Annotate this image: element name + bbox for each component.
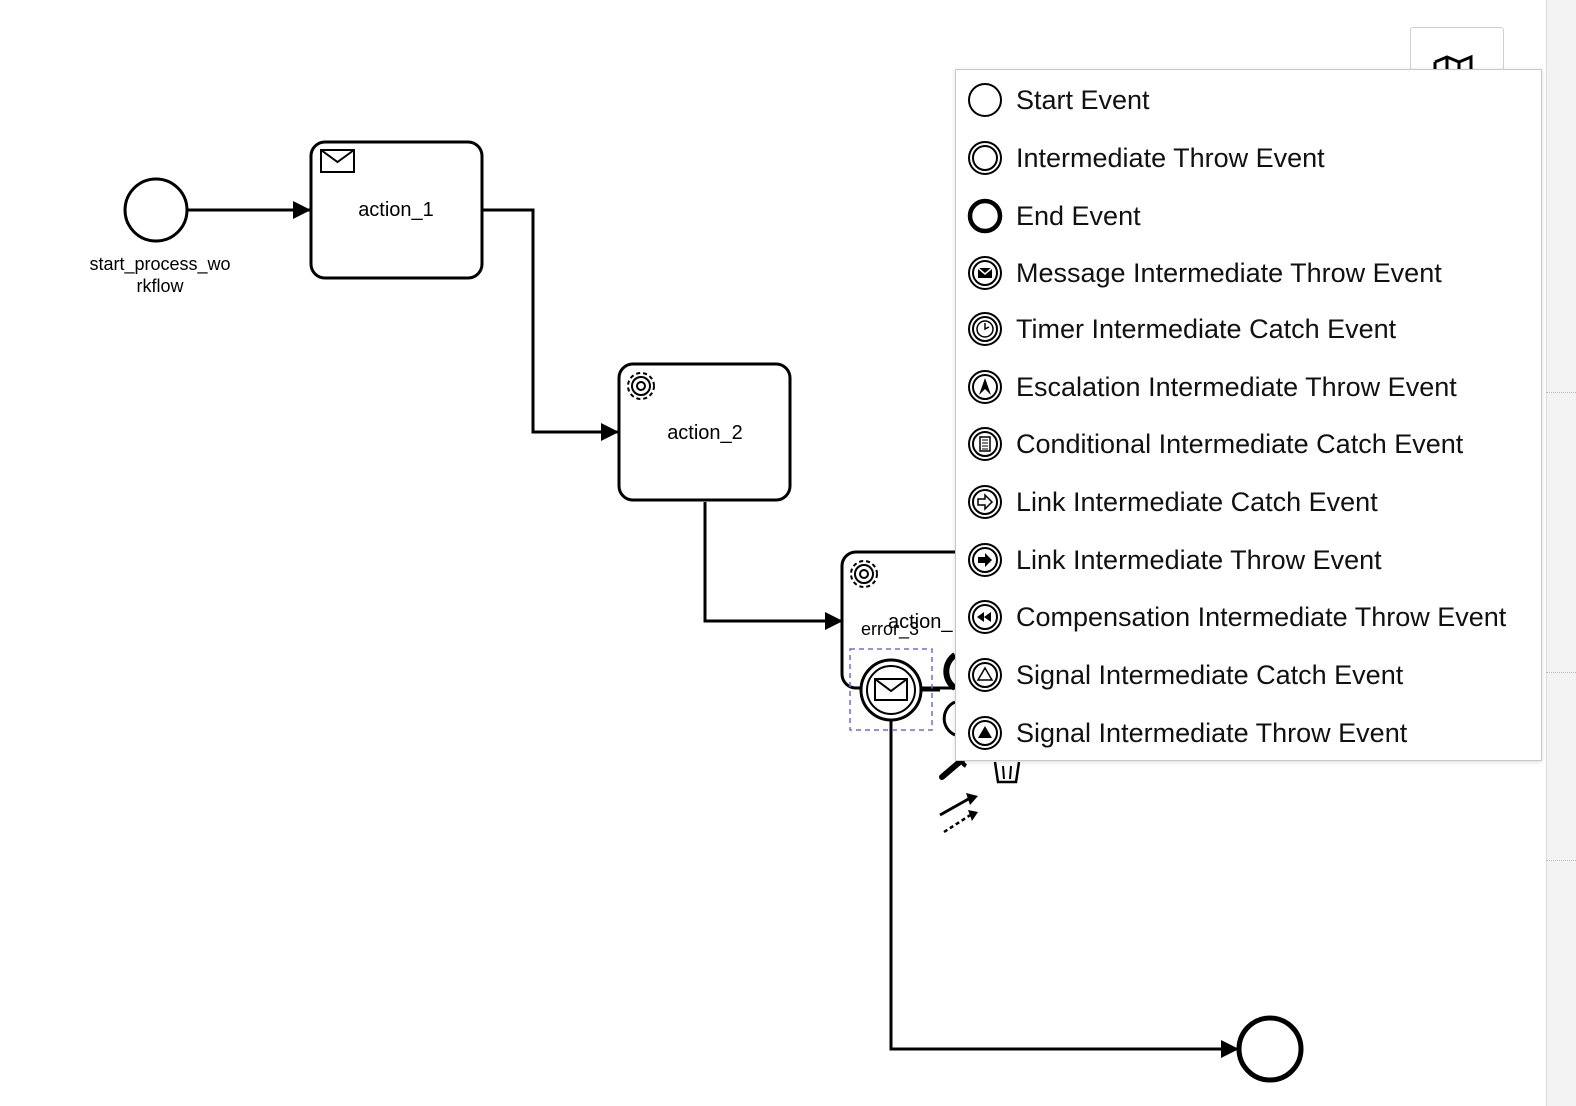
compensation-intermediate-throw-event-icon — [968, 600, 1002, 634]
timer-intermediate-catch-event-icon — [968, 312, 1002, 346]
end-event[interactable] — [1236, 1015, 1304, 1083]
menu-item-start-event[interactable]: Start Event — [966, 78, 1150, 122]
menu-item-signal-intermediate-catch-event[interactable]: Signal Intermediate Catch Event — [966, 653, 1403, 697]
task-label: action_ — [888, 611, 953, 633]
menu-item-label: End Event — [1016, 200, 1141, 231]
selection-outline — [849, 648, 933, 731]
gear-icon — [627, 372, 655, 400]
sequence-flow[interactable] — [889, 720, 1239, 1058]
task-action-1[interactable]: action_1 — [309, 140, 484, 280]
menu-item-end-event[interactable]: End Event — [966, 194, 1141, 238]
context-pad-intermediate-event-icon[interactable] — [942, 700, 956, 737]
menu-item-link-intermediate-throw-event[interactable]: Link Intermediate Throw Event — [966, 538, 1382, 582]
menu-item-label: Signal Intermediate Catch Event — [1016, 659, 1404, 690]
start-event[interactable] — [123, 177, 189, 243]
signal-intermediate-throw-event-icon — [968, 716, 1002, 750]
sequence-flow[interactable] — [482, 208, 619, 441]
menu-item-label: Link Intermediate Catch Event — [1016, 486, 1378, 517]
escalation-intermediate-throw-event-icon — [968, 370, 1002, 404]
menu-item-label: Compensation Intermediate Throw Event — [1016, 601, 1507, 632]
menu-item-label: Escalation Intermediate Throw Event — [1016, 371, 1457, 402]
menu-item-label: Conditional Intermediate Catch Event — [1016, 428, 1464, 459]
sequence-flow[interactable] — [703, 502, 843, 630]
start-event-label-line2: rkflow — [136, 276, 184, 296]
menu-item-conditional-intermediate-catch-event[interactable]: Conditional Intermediate Catch Event — [966, 422, 1463, 466]
context-pad-end-event-icon[interactable] — [943, 652, 957, 691]
envelope-icon — [874, 678, 908, 701]
link-intermediate-throw-event-icon — [968, 543, 1002, 577]
menu-item-intermediate-throw-event[interactable]: Intermediate Throw Event — [966, 136, 1325, 180]
task-label: action_2 — [667, 422, 743, 444]
connect-arrow-icon[interactable] — [939, 793, 978, 834]
end-event-icon — [967, 198, 1003, 234]
menu-item-compensation-intermediate-throw-event[interactable]: Compensation Intermediate Throw Event — [966, 595, 1506, 639]
menu-item-label: Intermediate Throw Event — [1016, 142, 1325, 173]
menu-item-timer-intermediate-catch-event[interactable]: Timer Intermediate Catch Event — [966, 307, 1396, 351]
menu-item-label: Signal Intermediate Throw Event — [1016, 717, 1408, 748]
panel-divider — [1546, 672, 1576, 673]
start-event-label-line1: start_process_wo — [89, 254, 230, 275]
properties-panel-edge — [1546, 0, 1576, 1106]
menu-item-link-intermediate-catch-event[interactable]: Link Intermediate Catch Event — [966, 480, 1378, 524]
panel-divider — [1546, 860, 1576, 861]
conditional-intermediate-catch-event-icon — [968, 427, 1002, 461]
trash-icon[interactable] — [993, 761, 1021, 784]
boundary-event-label: error_3 — [861, 619, 919, 640]
task-action-2[interactable]: action_2 — [617, 362, 792, 502]
context-pad — [939, 652, 1021, 834]
message-intermediate-throw-event-icon — [968, 256, 1002, 290]
message-boundary-event[interactable] — [859, 658, 923, 722]
menu-item-label: Message Intermediate Throw Event — [1016, 257, 1442, 288]
menu-item-label: Start Event — [1016, 84, 1150, 115]
menu-item-message-intermediate-throw-event[interactable]: Message Intermediate Throw Event — [966, 251, 1442, 295]
task-label: action_1 — [358, 199, 434, 221]
menu-item-signal-intermediate-throw-event[interactable]: Signal Intermediate Throw Event — [966, 711, 1407, 755]
signal-intermediate-catch-event-icon — [968, 658, 1002, 692]
menu-item-label: Link Intermediate Throw Event — [1016, 544, 1382, 575]
menu-item-escalation-intermediate-throw-event[interactable]: Escalation Intermediate Throw Event — [966, 365, 1457, 409]
envelope-icon — [320, 149, 355, 173]
replace-menu-popup: Start Event Intermediate Throw Event End… — [955, 69, 1542, 761]
link-intermediate-catch-event-icon — [968, 485, 1002, 519]
intermediate-throw-event-icon — [968, 141, 1002, 175]
start-event-icon — [968, 83, 1002, 117]
gear-icon — [850, 560, 878, 588]
menu-item-label: Timer Intermediate Catch Event — [1016, 313, 1397, 344]
panel-divider — [1546, 392, 1576, 393]
